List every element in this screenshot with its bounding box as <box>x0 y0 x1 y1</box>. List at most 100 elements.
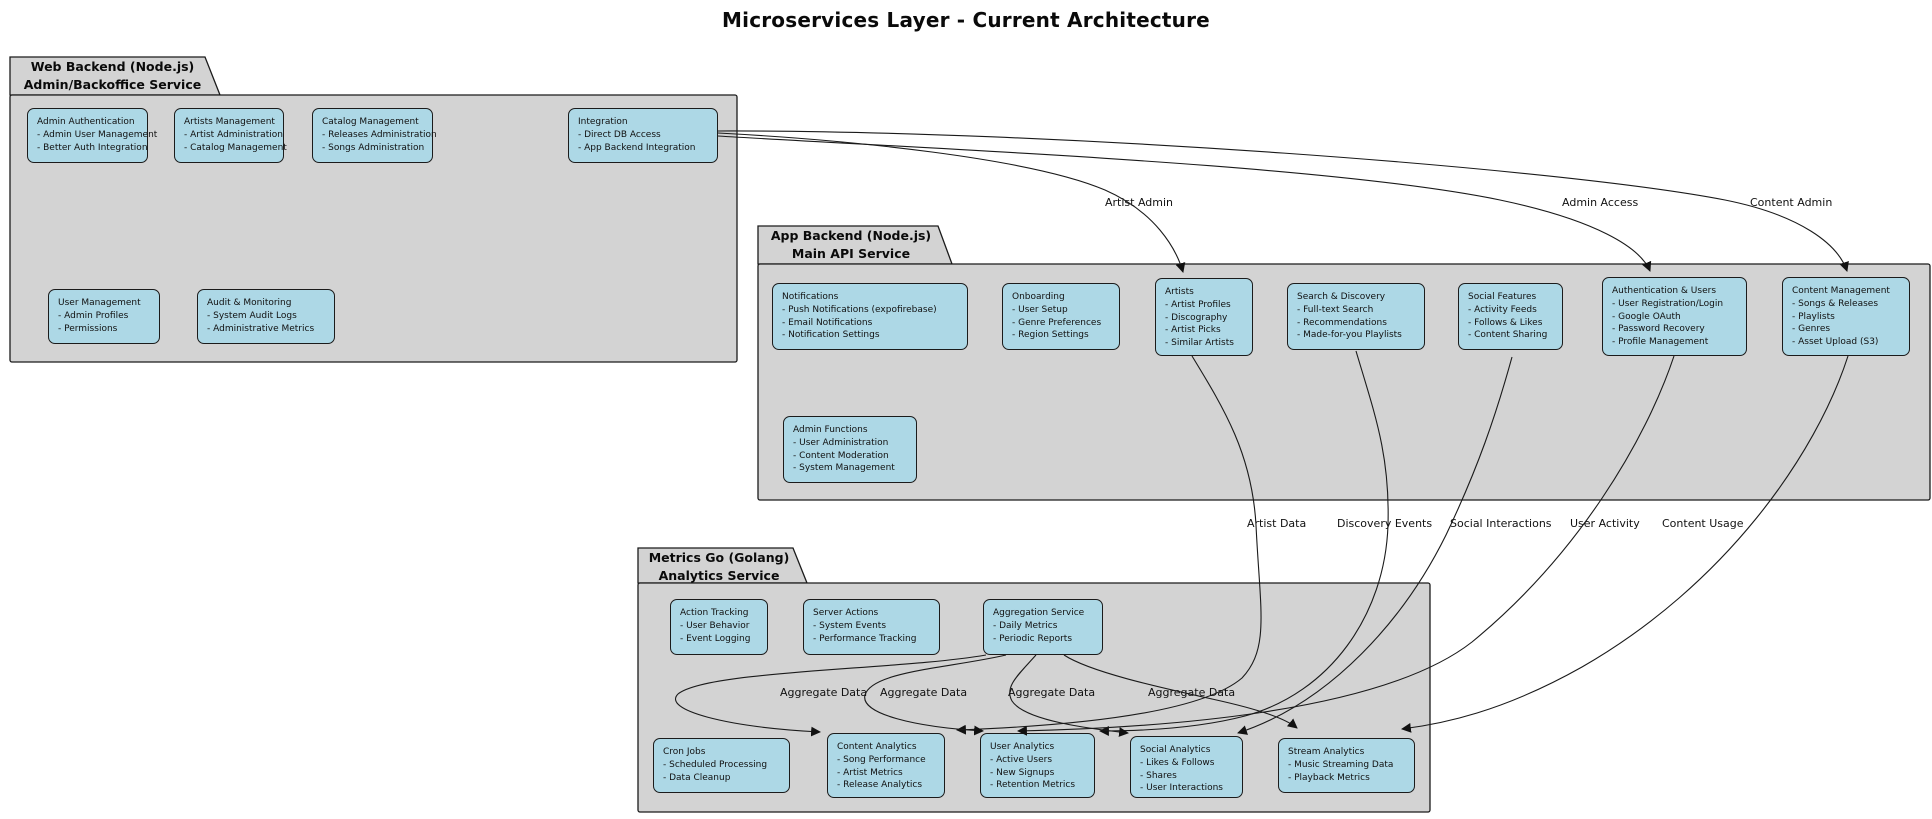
component-item: - System Events <box>813 620 887 631</box>
component-title: Server Actions <box>813 608 879 618</box>
component-item: - Data Cleanup <box>663 772 731 783</box>
component-item: - System Management <box>793 463 895 474</box>
component-item: - Active Users <box>990 754 1053 765</box>
component-item: - Artist Metrics <box>837 767 903 778</box>
component-item: - Better Auth Integration <box>37 142 148 153</box>
metrics-go-package-title: Metrics Go (Golang)Analytics Service <box>638 549 800 585</box>
component-item: - Asset Upload (S3) <box>1792 337 1879 348</box>
component-item: - Playlists <box>1792 311 1835 322</box>
edge-label-aggregate-data-2: Aggregate Data <box>880 686 968 699</box>
component-social-features: Social Features - Activity Feeds - Follo… <box>1458 283 1563 350</box>
component-item: - Content Sharing <box>1468 330 1548 341</box>
component-item: - Music Streaming Data <box>1288 759 1394 770</box>
component-aggregation-service: Aggregation Service - Daily Metrics - Pe… <box>983 599 1103 655</box>
component-item: - Artist Picks <box>1165 325 1221 336</box>
component-item: - User Registration/Login <box>1612 298 1724 309</box>
component-content-management: Content Management - Songs & Releases - … <box>1782 277 1910 356</box>
diagram-title: Microservices Layer - Current Architectu… <box>722 8 1210 32</box>
component-catalog-management: Catalog Management - Releases Administra… <box>312 108 437 163</box>
component-item: - Password Recovery <box>1612 324 1705 335</box>
component-item: - Admin Profiles <box>58 310 129 321</box>
component-item: - Daily Metrics <box>993 620 1058 631</box>
component-item: - Playback Metrics <box>1288 772 1370 783</box>
component-admin-authentication: Admin Authentication - Admin User Manage… <box>27 108 158 163</box>
component-notifications: Notifications - Push Notifications (expo… <box>772 283 968 350</box>
component-item: - Administrative Metrics <box>207 323 315 334</box>
component-item: - Shares <box>1140 770 1177 781</box>
component-title: Integration <box>578 117 628 127</box>
component-item: - Activity Feeds <box>1468 304 1537 315</box>
component-item: - Artist Profiles <box>1165 299 1231 310</box>
component-authentication-users: Authentication & Users - User Registrati… <box>1602 277 1747 356</box>
app-backend-package-title: App Backend (Node.js)Main API Service <box>758 227 944 263</box>
component-title: Cron Jobs <box>663 747 706 757</box>
component-audit-monitoring: Audit & Monitoring - System Audit Logs -… <box>197 289 335 344</box>
component-item: - Admin User Management <box>37 129 158 140</box>
edge-label-content-usage: Content Usage <box>1662 517 1744 530</box>
component-server-actions: Server Actions - System Events - Perform… <box>803 599 940 655</box>
component-artists-management: Artists Management - Artist Administrati… <box>174 108 287 163</box>
component-item: - Releases Administration <box>322 129 437 140</box>
web-backend-package-title: Web Backend (Node.js) Admin/Backoffice Se… <box>10 58 215 94</box>
component-item: - Catalog Management <box>184 142 287 153</box>
component-title: Admin Authentication <box>37 117 135 127</box>
component-title: Artists Management <box>184 117 275 127</box>
package-title-line1: Web Backend (Node.js) <box>30 59 195 74</box>
edge-label-aggregate-data-4: Aggregate Data <box>1148 686 1236 699</box>
component-cron-jobs: Cron Jobs - Scheduled Processing - Data … <box>653 738 790 793</box>
edge-label-aggregate-data-1: Aggregate Data <box>780 686 868 699</box>
component-title: Authentication & Users <box>1612 286 1717 296</box>
component-item: - Periodic Reports <box>993 633 1073 644</box>
component-title: Aggregation Service <box>993 608 1085 618</box>
component-title: Admin Functions <box>793 425 868 435</box>
component-search-discovery: Search & Discovery - Full-text Search - … <box>1287 283 1425 350</box>
component-item: - Similar Artists <box>1165 338 1234 349</box>
package-title-line2: Admin/Backoffice Service <box>23 77 202 92</box>
edge-label-aggregate-data-3: Aggregate Data <box>1008 686 1096 699</box>
component-item: - Direct DB Access <box>578 129 661 140</box>
component-item: - Region Settings <box>1012 330 1089 341</box>
component-item: - App Backend Integration <box>578 142 696 153</box>
component-content-analytics: Content Analytics - Song Performance - A… <box>827 733 945 798</box>
component-title: Notifications <box>782 292 839 302</box>
component-item: - Follows & Likes <box>1468 317 1543 328</box>
component-action-tracking: Action Tracking - User Behavior - Event … <box>670 599 768 655</box>
component-item: - Retention Metrics <box>990 780 1076 791</box>
component-title: Action Tracking <box>680 608 749 618</box>
component-item: - Likes & Follows <box>1140 757 1215 768</box>
component-item: - Event Logging <box>680 633 751 644</box>
component-title: Search & Discovery <box>1297 292 1386 302</box>
package-title-line1: App Backend (Node.js) <box>770 228 932 243</box>
component-title: Social Analytics <box>1140 745 1211 755</box>
component-item: - Songs & Releases <box>1792 298 1879 309</box>
edge-label-content-admin: Content Admin <box>1750 196 1833 209</box>
component-artists: Artists - Artist Profiles - Discography … <box>1155 278 1253 356</box>
component-item: - User Behavior <box>680 620 750 631</box>
component-item: - Push Notifications (expofirebase) <box>782 304 937 315</box>
component-item: - Recommendations <box>1297 317 1387 328</box>
component-item: - User Administration <box>793 437 889 448</box>
component-admin-functions: Admin Functions - User Administration - … <box>783 416 917 483</box>
component-title: User Management <box>58 298 141 308</box>
component-title: User Analytics <box>990 742 1055 752</box>
component-integration: Integration - Direct DB Access - App Bac… <box>568 108 718 163</box>
component-title: Catalog Management <box>322 117 419 127</box>
edge-label-artist-admin: Artist Admin <box>1105 196 1174 209</box>
component-title: Content Management <box>1792 286 1890 296</box>
component-user-management: User Management - Admin Profiles - Permi… <box>48 289 160 344</box>
component-item: - User Interactions <box>1140 783 1223 794</box>
component-item: - Full-text Search <box>1297 304 1374 315</box>
component-item: - System Audit Logs <box>207 310 297 321</box>
component-item: - Genres <box>1792 324 1831 335</box>
component-item: - Song Performance <box>837 754 926 765</box>
component-item: - Artist Administration <box>184 129 283 140</box>
component-title: Artists <box>1165 287 1194 297</box>
edge-label-artist-data: Artist Data <box>1247 517 1307 530</box>
component-item: - Scheduled Processing <box>663 759 768 770</box>
package-title-line1: Metrics Go (Golang) <box>648 550 790 565</box>
component-item: - Discography <box>1165 312 1228 323</box>
component-item: - New Signups <box>990 767 1055 778</box>
component-user-analytics: User Analytics - Active Users - New Sign… <box>980 733 1095 798</box>
component-item: - Genre Preferences <box>1012 317 1102 328</box>
